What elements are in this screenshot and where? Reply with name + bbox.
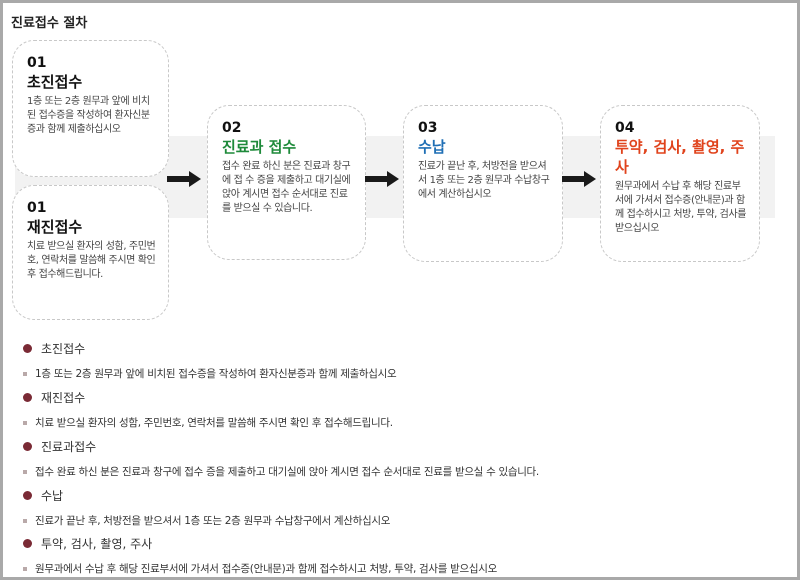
step-description: 치료 받으실 환자의 성함, 주민번호, 연락처를 말씀해 주시면 확인 후 접… bbox=[27, 241, 156, 280]
square-bullet-icon bbox=[23, 566, 27, 571]
bullet-icon bbox=[23, 393, 32, 402]
step-heading: 진료과 접수 bbox=[222, 138, 297, 156]
section-description: 진료가 끝난 후, 처방전을 받으셔서 1층 또는 2층 원무과 수납창구에서 … bbox=[35, 515, 391, 527]
step-number: 03 bbox=[418, 120, 438, 136]
step-card-treatment: 04 투약, 검사, 촬영, 주사 원무과에서 수납 후 해당 진료부서에 가셔… bbox=[600, 105, 760, 262]
section-payment: 수납 진료가 끝난 후, 처방전을 받으셔서 1층 또는 2층 원무과 수납창구… bbox=[23, 487, 390, 528]
section-treatment: 투약, 검사, 촬영, 주사 원무과에서 수납 후 해당 진료부서에 가셔서 접… bbox=[23, 535, 497, 576]
step-heading: 재진접수 bbox=[27, 218, 83, 236]
step-card-payment: 03 수납 진료가 끝난 후, 처방전을 받으셔서 1층 또는 2층 원무과 수… bbox=[403, 105, 563, 262]
step-heading: 초진접수 bbox=[27, 73, 83, 91]
step-description: 접수 완료 하신 분은 진료과 창구에 접 수 증을 제출하고 대기실에 앉아 … bbox=[222, 161, 351, 214]
bullet-icon bbox=[23, 539, 32, 548]
step-description: 진료가 끝난 후, 처방전을 받으셔서 1층 또는 2층 원무과 수납창구에서 … bbox=[418, 161, 550, 200]
step-heading: 수납 bbox=[418, 138, 446, 156]
step-card-revisit: 01 재진접수 치료 받으실 환자의 성함, 주민번호, 연락처를 말씀해 주시… bbox=[12, 185, 169, 320]
square-bullet-icon bbox=[23, 469, 27, 474]
square-bullet-icon bbox=[23, 420, 27, 425]
section-revisit: 재진접수 치료 받으실 환자의 성함, 주민번호, 연락처를 말씀해 주시면 확… bbox=[23, 389, 393, 430]
section-heading: 초진접수 bbox=[41, 342, 86, 356]
step-heading: 투약, 검사, 촬영, 주사 bbox=[615, 138, 745, 176]
bullet-icon bbox=[23, 442, 32, 451]
bullet-icon bbox=[23, 344, 32, 353]
step-card-department: 02 진료과 접수 접수 완료 하신 분은 진료과 창구에 접 수 증을 제출하… bbox=[207, 105, 366, 260]
section-heading: 수납 bbox=[41, 489, 64, 503]
step-number: 04 bbox=[615, 120, 635, 136]
step-number: 02 bbox=[222, 120, 242, 136]
page-title: 진료접수 절차 bbox=[11, 16, 88, 31]
arrow-right-icon bbox=[167, 171, 201, 187]
square-bullet-icon bbox=[23, 518, 27, 523]
page: 진료접수 절차 01 초진접수 1층 또는 2층 원무과 앞에 비치된 접수증을… bbox=[3, 3, 797, 577]
section-department: 진료과접수 접수 완료 하신 분은 진료과 창구에 접수 증을 제출하고 대기실… bbox=[23, 438, 539, 479]
arrow-right-icon bbox=[365, 171, 399, 187]
section-description: 원무과에서 수납 후 해당 진료부서에 가셔서 접수증(안내문)과 함께 접수하… bbox=[35, 563, 497, 575]
section-description: 치료 받으실 환자의 성함, 주민번호, 연락처를 말씀해 주시면 확인 후 접… bbox=[35, 417, 393, 429]
bullet-icon bbox=[23, 491, 32, 500]
section-heading: 투약, 검사, 촬영, 주사 bbox=[41, 537, 153, 551]
section-description: 1층 또는 2층 원무과 앞에 비치된 접수증을 작성하여 환자신분증과 함께 … bbox=[35, 368, 397, 380]
section-first-visit: 초진접수 1층 또는 2층 원무과 앞에 비치된 접수증을 작성하여 환자신분증… bbox=[23, 340, 397, 381]
section-heading: 재진접수 bbox=[41, 391, 86, 405]
square-bullet-icon bbox=[23, 371, 27, 376]
step-description: 1층 또는 2층 원무과 앞에 비치된 접수증을 작성하여 환자신분증과 함께 … bbox=[27, 96, 150, 135]
step-number: 01 bbox=[27, 200, 47, 216]
section-description: 접수 완료 하신 분은 진료과 창구에 접수 증을 제출하고 대기실에 앉아 계… bbox=[35, 466, 539, 478]
step-card-first-visit: 01 초진접수 1층 또는 2층 원무과 앞에 비치된 접수증을 작성하여 환자… bbox=[12, 40, 169, 177]
step-description: 원무과에서 수납 후 해당 진료부서에 가셔서 접수증(안내문)과 함께 접수하… bbox=[615, 181, 747, 234]
step-number: 01 bbox=[27, 55, 47, 71]
section-heading: 진료과접수 bbox=[41, 440, 97, 454]
arrow-right-icon bbox=[562, 171, 596, 187]
